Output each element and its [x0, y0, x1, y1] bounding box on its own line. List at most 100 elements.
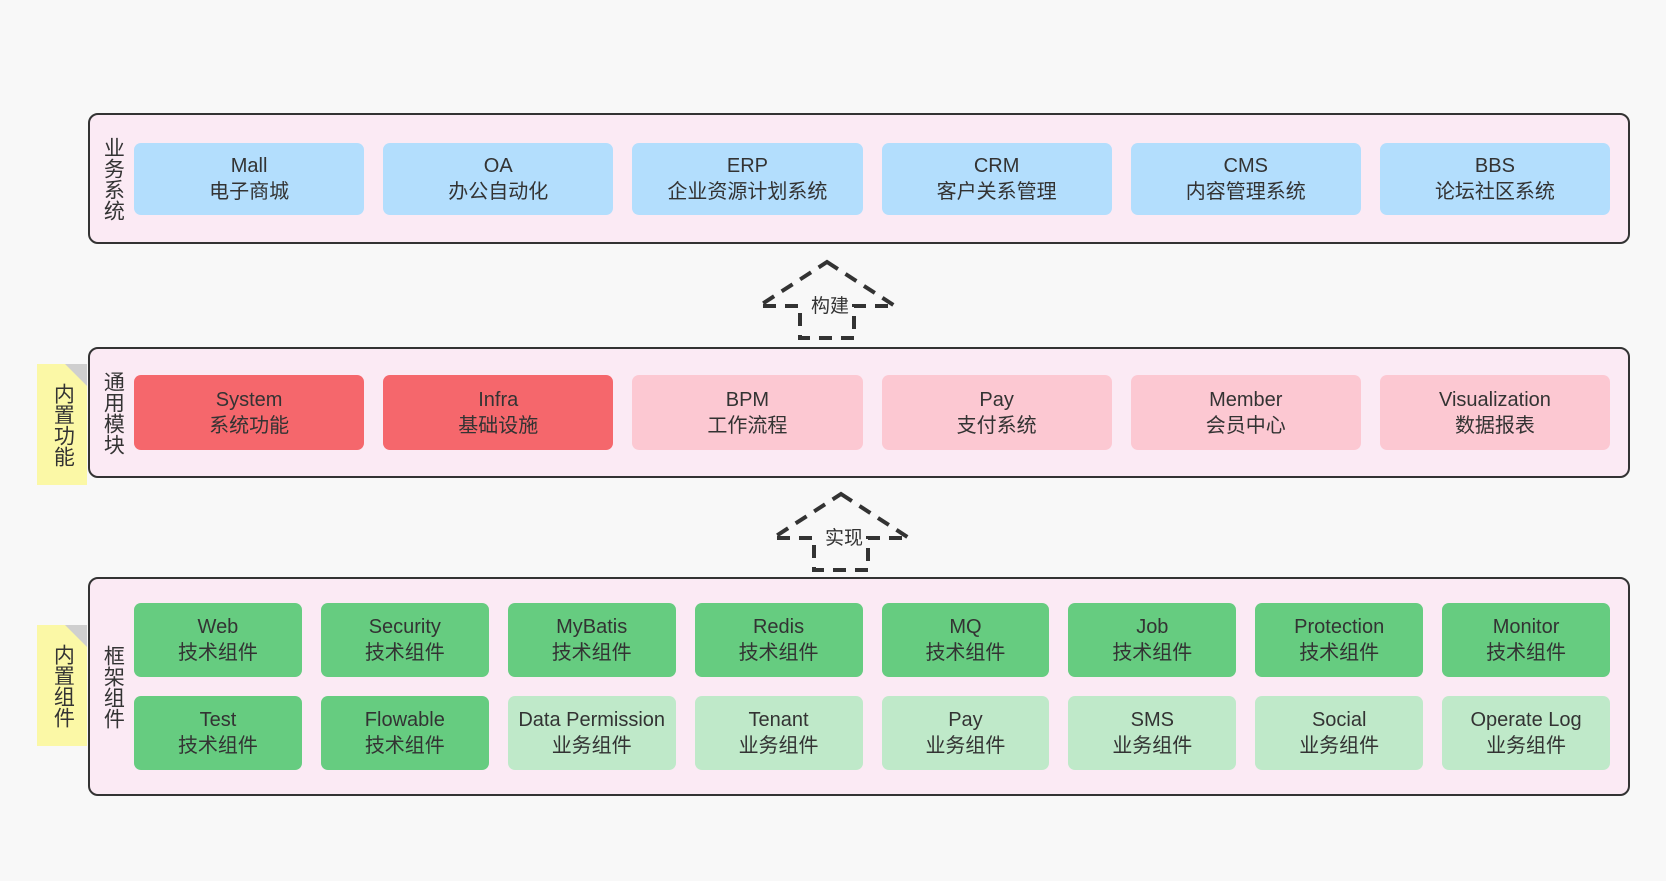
node-tenant[interactable]: Tenant 业务组件 [694, 696, 863, 770]
node-title: Member [1209, 388, 1283, 411]
layer-common-module: 通用模块 System 系统功能 Infra 基础设施 BPM 工作流程 Pay… [88, 347, 1630, 478]
node-title: Redis [752, 616, 805, 638]
node-bpm[interactable]: BPM 工作流程 [632, 375, 863, 450]
node-crm[interactable]: CRM 客户关系管理 [881, 142, 1112, 215]
node-sms[interactable]: SMS 业务组件 [1068, 696, 1237, 770]
node-subtitle: 工作流程 [707, 414, 788, 437]
node-title: Pay [979, 388, 1014, 411]
node-system[interactable]: System 系统功能 [134, 375, 365, 450]
note-builtin-component: 内置组件 [37, 625, 87, 746]
node-cms[interactable]: CMS 内容管理系统 [1130, 142, 1361, 215]
node-infra[interactable]: Infra 基础设施 [383, 375, 614, 450]
node-title: System [215, 388, 283, 411]
node-pay[interactable]: Pay 支付系统 [881, 375, 1112, 450]
node-title: Security [368, 616, 441, 638]
layer-framework-component: 框架组件 Web 技术组件 Security 技术组件 MyBatis 技术组件… [88, 577, 1630, 796]
node-title: Flowable [364, 709, 445, 731]
node-title: Mall [230, 154, 268, 177]
node-subtitle: 业务组件 [738, 735, 819, 757]
node-title: BBS [1474, 154, 1515, 177]
layer-title-framework-component: 框架组件 [101, 644, 125, 729]
connector-realize-arrow [766, 491, 916, 572]
layer-business-system: 业务系统 Mall 电子商城 OA 办公自动化 ERP 企业资源计划系统 CRM… [88, 113, 1630, 244]
node-title: BPM [725, 388, 770, 411]
node-subtitle: 业务组件 [1299, 735, 1380, 757]
node-subtitle: 基础设施 [458, 414, 539, 437]
node-title: Job [1136, 616, 1169, 638]
node-row: System 系统功能 Infra 基础设施 BPM 工作流程 Pay 支付系统… [134, 375, 1611, 450]
node-test[interactable]: Test 技术组件 [134, 696, 302, 770]
node-subtitle: 系统功能 [209, 414, 290, 437]
node-bbs[interactable]: BBS 论坛社区系统 [1379, 142, 1611, 215]
node-subtitle: 技术组件 [1299, 642, 1380, 664]
note-label: 内置组件 [51, 643, 75, 728]
connector-build-arrow [752, 259, 902, 340]
node-subtitle: 技术组件 [1486, 642, 1567, 664]
node-title: SMS [1130, 709, 1174, 731]
layer-title-common-module: 通用模块 [101, 370, 125, 455]
node-visualization[interactable]: Visualization 数据报表 [1379, 375, 1611, 450]
node-web[interactable]: Web 技术组件 [134, 603, 302, 677]
layer-body-common-module: System 系统功能 Infra 基础设施 BPM 工作流程 Pay 支付系统… [134, 349, 1628, 476]
note-fold-corner [65, 625, 87, 647]
node-title: CMS [1223, 154, 1268, 177]
node-subtitle: 业务组件 [1486, 735, 1567, 757]
note-fold-corner [65, 364, 87, 386]
node-title: Test [199, 709, 237, 731]
node-member[interactable]: Member 会员中心 [1130, 375, 1361, 450]
node-subtitle: 业务组件 [1112, 735, 1193, 757]
node-mybatis[interactable]: MyBatis 技术组件 [507, 603, 676, 677]
node-erp[interactable]: ERP 企业资源计划系统 [632, 142, 863, 215]
node-subtitle: 数据报表 [1454, 414, 1535, 437]
node-title: Visualization [1438, 388, 1551, 411]
layer-body-framework-component: Web 技术组件 Security 技术组件 MyBatis 技术组件 Redi… [134, 579, 1628, 794]
node-title: OA [483, 154, 513, 177]
node-security[interactable]: Security 技术组件 [320, 603, 489, 677]
node-subtitle: 会员中心 [1205, 414, 1286, 437]
node-redis[interactable]: Redis 技术组件 [694, 603, 863, 677]
node-protection[interactable]: Protection 技术组件 [1255, 603, 1424, 677]
node-data-permission[interactable]: Data Permission 业务组件 [507, 696, 676, 770]
node-monitor[interactable]: Monitor 技术组件 [1442, 603, 1610, 677]
node-oa[interactable]: OA 办公自动化 [383, 142, 614, 215]
node-title: Monitor [1492, 616, 1560, 638]
node-subtitle: 办公自动化 [448, 180, 549, 203]
node-subtitle: 技术组件 [738, 642, 819, 664]
node-subtitle: 支付系统 [956, 414, 1037, 437]
note-label: 内置功能 [51, 382, 75, 467]
node-title: Protection [1294, 616, 1385, 638]
layer-title-business-system: 业务系统 [101, 136, 125, 221]
node-row: Test 技术组件 Flowable 技术组件 Data Permission … [134, 696, 1610, 770]
node-title: CRM [973, 154, 1020, 177]
node-subtitle: 技术组件 [551, 642, 632, 664]
node-subtitle: 技术组件 [1112, 642, 1193, 664]
node-title: Infra [478, 388, 519, 411]
node-title: Web [197, 616, 239, 638]
node-subtitle: 技术组件 [177, 735, 258, 757]
node-subtitle: 技术组件 [925, 642, 1006, 664]
node-title: Data Permission [518, 709, 666, 731]
node-mq[interactable]: MQ 技术组件 [881, 603, 1050, 677]
node-flowable[interactable]: Flowable 技术组件 [320, 696, 489, 770]
node-mall[interactable]: Mall 电子商城 [134, 142, 365, 215]
node-subtitle: 电子商城 [209, 180, 290, 203]
node-title: Tenant [748, 709, 809, 731]
node-subtitle: 客户关系管理 [936, 180, 1057, 203]
node-title: ERP [726, 154, 768, 177]
node-subtitle: 企业资源计划系统 [667, 180, 828, 203]
node-subtitle: 论坛社区系统 [1434, 180, 1555, 203]
node-operate-log[interactable]: Operate Log 业务组件 [1442, 696, 1610, 770]
node-title: MyBatis [556, 616, 628, 638]
node-subtitle: 业务组件 [925, 735, 1006, 757]
node-row: Web 技术组件 Security 技术组件 MyBatis 技术组件 Redi… [134, 603, 1610, 677]
node-job[interactable]: Job 技术组件 [1068, 603, 1237, 677]
node-pay-biz[interactable]: Pay 业务组件 [881, 696, 1050, 770]
node-subtitle: 业务组件 [551, 735, 632, 757]
node-social[interactable]: Social 业务组件 [1255, 696, 1424, 770]
node-subtitle: 技术组件 [177, 642, 258, 664]
node-subtitle: 技术组件 [364, 642, 445, 664]
node-row: Mall 电子商城 OA 办公自动化 ERP 企业资源计划系统 CRM 客户关系… [134, 142, 1611, 215]
node-title: MQ [949, 616, 982, 638]
note-builtin-function: 内置功能 [37, 364, 87, 485]
